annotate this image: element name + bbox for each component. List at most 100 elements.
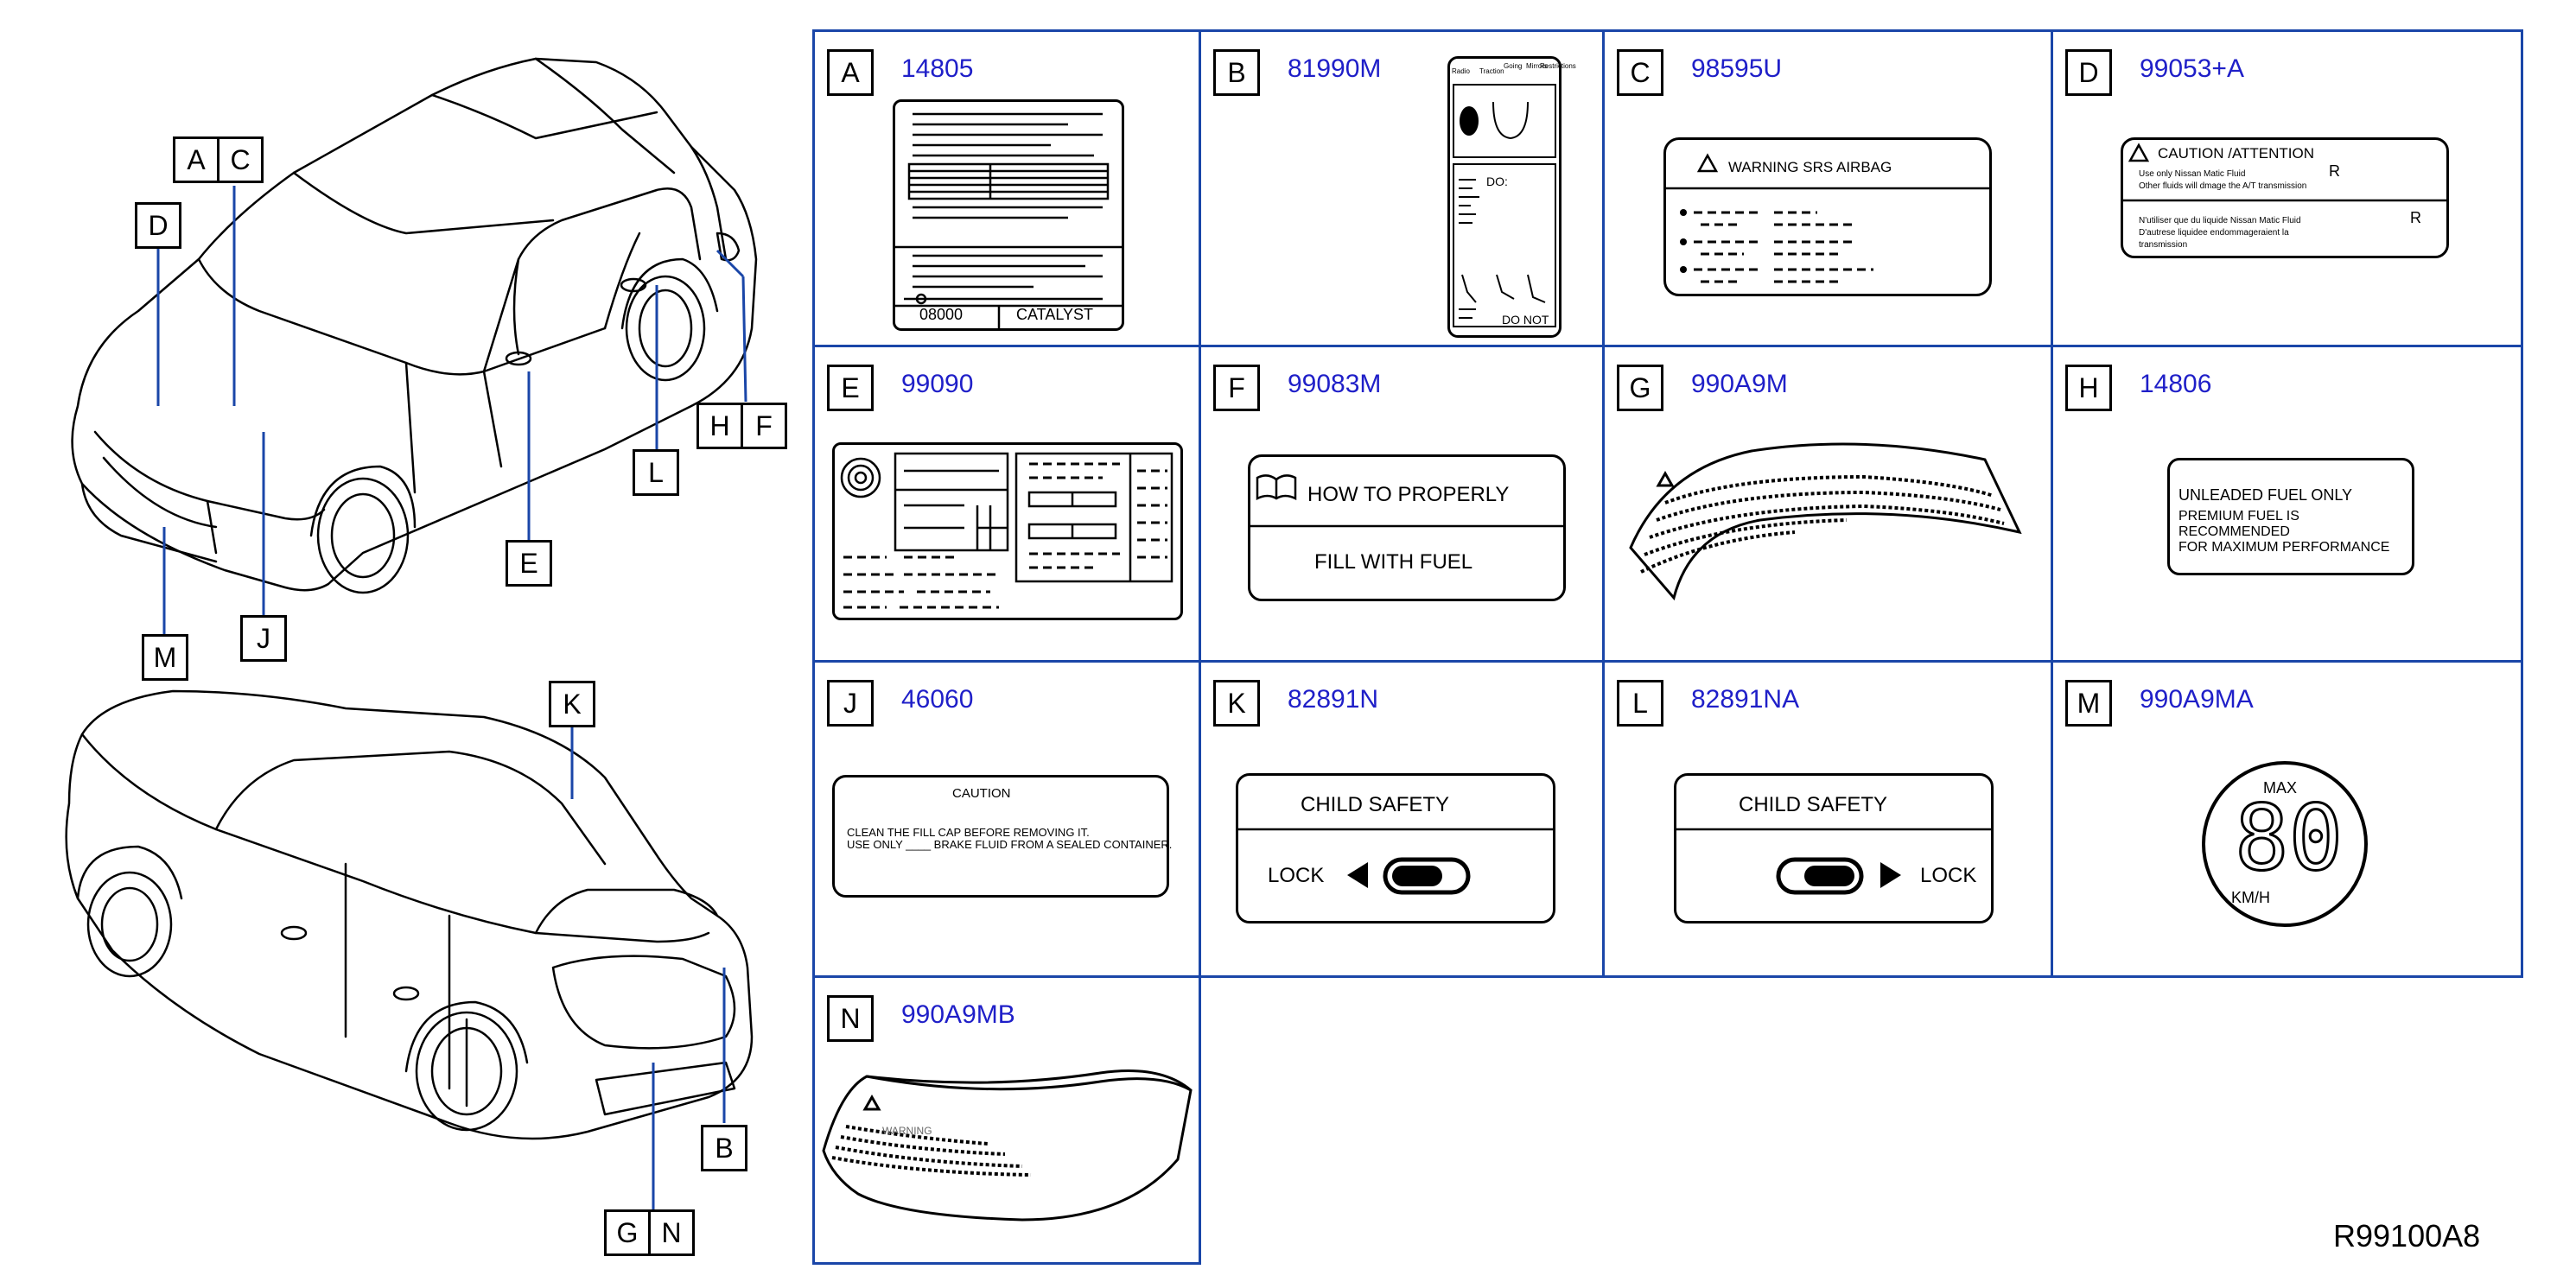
b-do-title: DO: (1486, 175, 1508, 188)
label-cell-e[interactable]: E 99090 (812, 345, 1201, 663)
label-cell-k[interactable]: K 82891N CHILD SAFETY LOCK (1199, 660, 1605, 978)
cell-letter: J (827, 680, 874, 727)
callout-g[interactable]: G (604, 1209, 651, 1256)
fuel-fill-line-1: HOW TO PROPERLY (1307, 483, 1510, 506)
speed-max: MAX (2263, 779, 2298, 796)
tire-label-lines (840, 452, 1174, 609)
part-number: 99090 (901, 370, 974, 398)
callout-d-wrap: D (135, 202, 181, 249)
label-cell-h[interactable]: H 14806 UNLEADED FUEL ONLY PREMIUM FUEL … (2051, 345, 2523, 663)
brake-fluid-line-1: CLEAN THE FILL CAP BEFORE REMOVING IT. (847, 826, 1090, 839)
child-safety-right-lines (1676, 828, 1991, 895)
fuel-fill-lines (1250, 474, 1563, 528)
b-header-5: Restrictions (1540, 62, 1576, 70)
cell-letter: C (1617, 49, 1663, 96)
n-warning-header: WARNING (882, 1125, 932, 1137)
brake-fluid-title: CAUTION (952, 786, 1011, 801)
brake-fluid-label-drawing: CAUTION CLEAN THE FILL CAP BEFORE REMOVI… (832, 775, 1173, 898)
part-number: 99083M (1288, 370, 1382, 398)
part-number: 46060 (901, 685, 974, 714)
b-do-not: DO NOT (1502, 313, 1549, 327)
callout-j[interactable]: J (240, 615, 287, 662)
callout-l-wrap: L (633, 449, 679, 496)
callout-c[interactable]: C (217, 136, 264, 183)
atf-caution-label-drawing: CAUTION /ATTENTION Use only Nissan Matic… (2121, 137, 2449, 258)
fuel-fill-label-drawing: HOW TO PROPERLY FILL WITH FUEL (1248, 454, 1566, 601)
vehicle-illustrations: A C D H F L E M J K B G N (0, 0, 812, 1282)
cell-letter: F (1213, 365, 1260, 411)
callout-b[interactable]: B (701, 1125, 747, 1171)
info-card-lines (1453, 84, 1556, 327)
atf-label-lines (2123, 143, 2446, 202)
label-cell-b[interactable]: B 81990M Radio Traction Going Mirrors Re… (1199, 29, 1605, 347)
speed-value: 80 (2233, 784, 2344, 892)
arrow-left-icon (1347, 862, 1368, 888)
label-cell-j[interactable]: J 46060 CAUTION CLEAN THE FILL CAP BEFOR… (812, 660, 1201, 978)
atf-r-1: R (2329, 162, 2340, 180)
b-header-2: Traction (1479, 67, 1504, 75)
callout-h[interactable]: H (696, 403, 743, 449)
label-cell-c[interactable]: C 98595U WARNING (1602, 29, 2053, 347)
cell-letter: K (1213, 680, 1260, 727)
label-cell-m[interactable]: M 990A9MA MAX 80 KM/H (2051, 660, 2523, 978)
unleaded-line-1: UNLEADED FUEL ONLY (2178, 486, 2353, 504)
label-cell-n[interactable]: N 990A9MB WARNING (812, 975, 1201, 1265)
label-cell-a[interactable]: A 14805 (812, 29, 1201, 347)
child-safety-lock-l: LOCK (1920, 864, 1977, 887)
child-safety-lock-k: LOCK (1268, 864, 1325, 887)
callout-e-wrap: E (506, 540, 552, 587)
callout-a[interactable]: A (173, 136, 219, 183)
b-header-1: Radio (1452, 67, 1470, 75)
cell-letter: E (827, 365, 874, 411)
cell-letter: H (2065, 365, 2112, 411)
catalyst-code: 08000 (919, 306, 964, 323)
cell-letter: M (2065, 680, 2112, 727)
cell-letter: G (1617, 365, 1663, 411)
callout-m-wrap: M (142, 634, 188, 681)
part-number: 990A9MB (901, 1000, 1015, 1029)
child-safety-title-l: CHILD SAFETY (1739, 793, 1888, 816)
callout-a-c: A C (173, 136, 264, 183)
part-number: 81990M (1288, 54, 1382, 83)
brake-fluid-line-2: USE ONLY ____ BRAKE FLUID FROM A SEALED … (847, 838, 1173, 851)
vehicle-line-drawings (65, 57, 758, 1209)
label-cell-l[interactable]: L 82891NA CHILD SAFETY LOCK (1602, 660, 2053, 978)
callout-k[interactable]: K (549, 681, 595, 727)
catalyst-label-lines (895, 112, 1122, 328)
curved-warning-label-n (822, 1069, 1193, 1222)
cell-letter: N (827, 995, 874, 1042)
fuel-fill-line-2: FILL WITH FUEL (1314, 550, 1473, 574)
srs-airbag-label-drawing: WARNING SRS AIRBAG (1663, 137, 1992, 296)
child-safety-left-lines (1238, 828, 1553, 895)
atf-line-2: Other fluids will dmage the A/T transmis… (2139, 181, 2307, 191)
atf-line-4: D'autrese liquidee endommageraient la (2139, 228, 2289, 238)
unleaded-line-3: RECOMMENDED (2178, 524, 2290, 539)
callout-m[interactable]: M (142, 634, 188, 681)
part-number: 82891N (1288, 685, 1379, 714)
callout-g-n: G N (604, 1209, 695, 1256)
child-safety-label-left-drawing: CHILD SAFETY LOCK (1236, 773, 1555, 923)
callout-f[interactable]: F (741, 403, 787, 449)
srs-title: WARNING SRS AIRBAG (1728, 159, 1892, 175)
callout-e[interactable]: E (506, 540, 552, 587)
cell-letter: D (2065, 49, 2112, 96)
part-number: 98595U (1691, 54, 1783, 83)
child-safety-label-right-drawing: CHILD SAFETY LOCK (1674, 773, 1994, 923)
unleaded-line-4: FOR MAXIMUM PERFORMANCE (2178, 540, 2390, 555)
label-cell-g[interactable]: G 990A9M (1602, 345, 2053, 663)
atf-line-1: Use only Nissan Matic Fluid (2139, 169, 2246, 179)
info-card-label-drawing: Radio Traction Going Mirrors Restriction… (1447, 56, 1576, 338)
label-cell-f[interactable]: F 99083M HOW TO PROPERLY FILL WITH FUEL (1199, 345, 1605, 663)
callout-n[interactable]: N (648, 1209, 695, 1256)
label-cell-d[interactable]: D 99053+A CAUTION /ATTENTION Use only Ni… (2051, 29, 2523, 347)
atf-line-3: N'utiliser que du liquide Nissan Matic F… (2139, 216, 2301, 225)
front-view-car (71, 57, 758, 594)
callout-j-wrap: J (240, 615, 287, 662)
b-header-4: Mirrors (1526, 62, 1548, 70)
unleaded-fuel-label-drawing: UNLEADED FUEL ONLY PREMIUM FUEL IS RECOM… (2167, 458, 2414, 575)
speed-limit-label-drawing (2202, 761, 2368, 927)
arrow-right-icon (1880, 862, 1901, 888)
callout-l[interactable]: L (633, 449, 679, 496)
leader-lines (156, 186, 747, 1209)
callout-d[interactable]: D (135, 202, 181, 249)
